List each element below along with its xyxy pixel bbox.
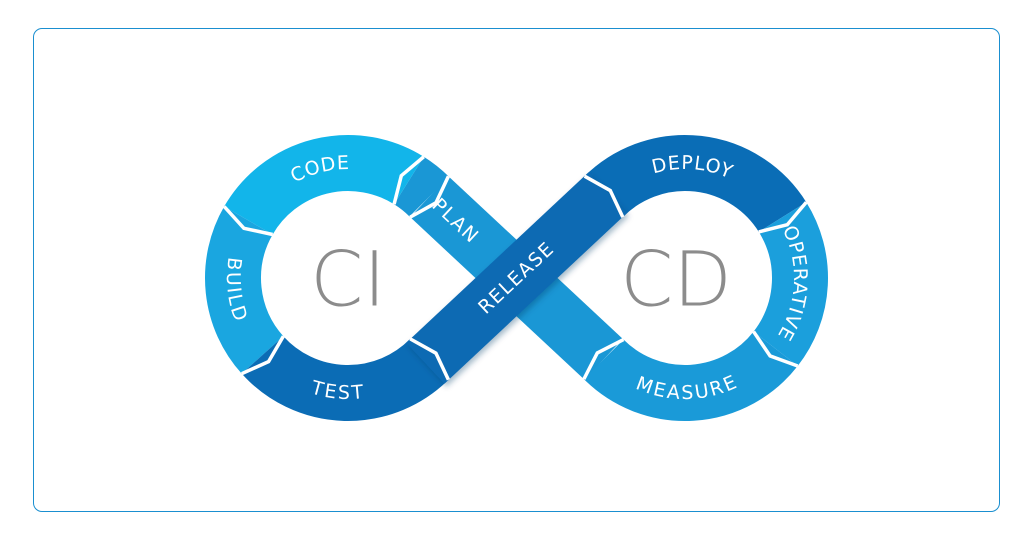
plan-segment (393, 156, 450, 218)
chevron-plan-band (409, 175, 450, 219)
measure-segment (583, 330, 798, 421)
chevron-test-release (409, 337, 450, 381)
operative-segment (752, 202, 828, 367)
cd-hub-label: CD (620, 235, 732, 324)
chevron-operative-measure (752, 330, 799, 368)
ci-hub-label: CI (310, 235, 385, 324)
deploy-segment (583, 135, 807, 233)
chevron-code-build (222, 205, 274, 237)
chevron-build-test (241, 335, 285, 376)
test-segment (241, 335, 450, 421)
code-segment (224, 135, 424, 236)
chevron-plan-code (392, 155, 425, 205)
chevron-deploy-operative (758, 201, 808, 234)
diagram-frame (33, 28, 1000, 512)
release-band-segment (406, 172, 627, 384)
chevron-release-deploy (583, 174, 625, 218)
chevron-measure-start (582, 337, 625, 380)
build-segment (205, 206, 284, 374)
